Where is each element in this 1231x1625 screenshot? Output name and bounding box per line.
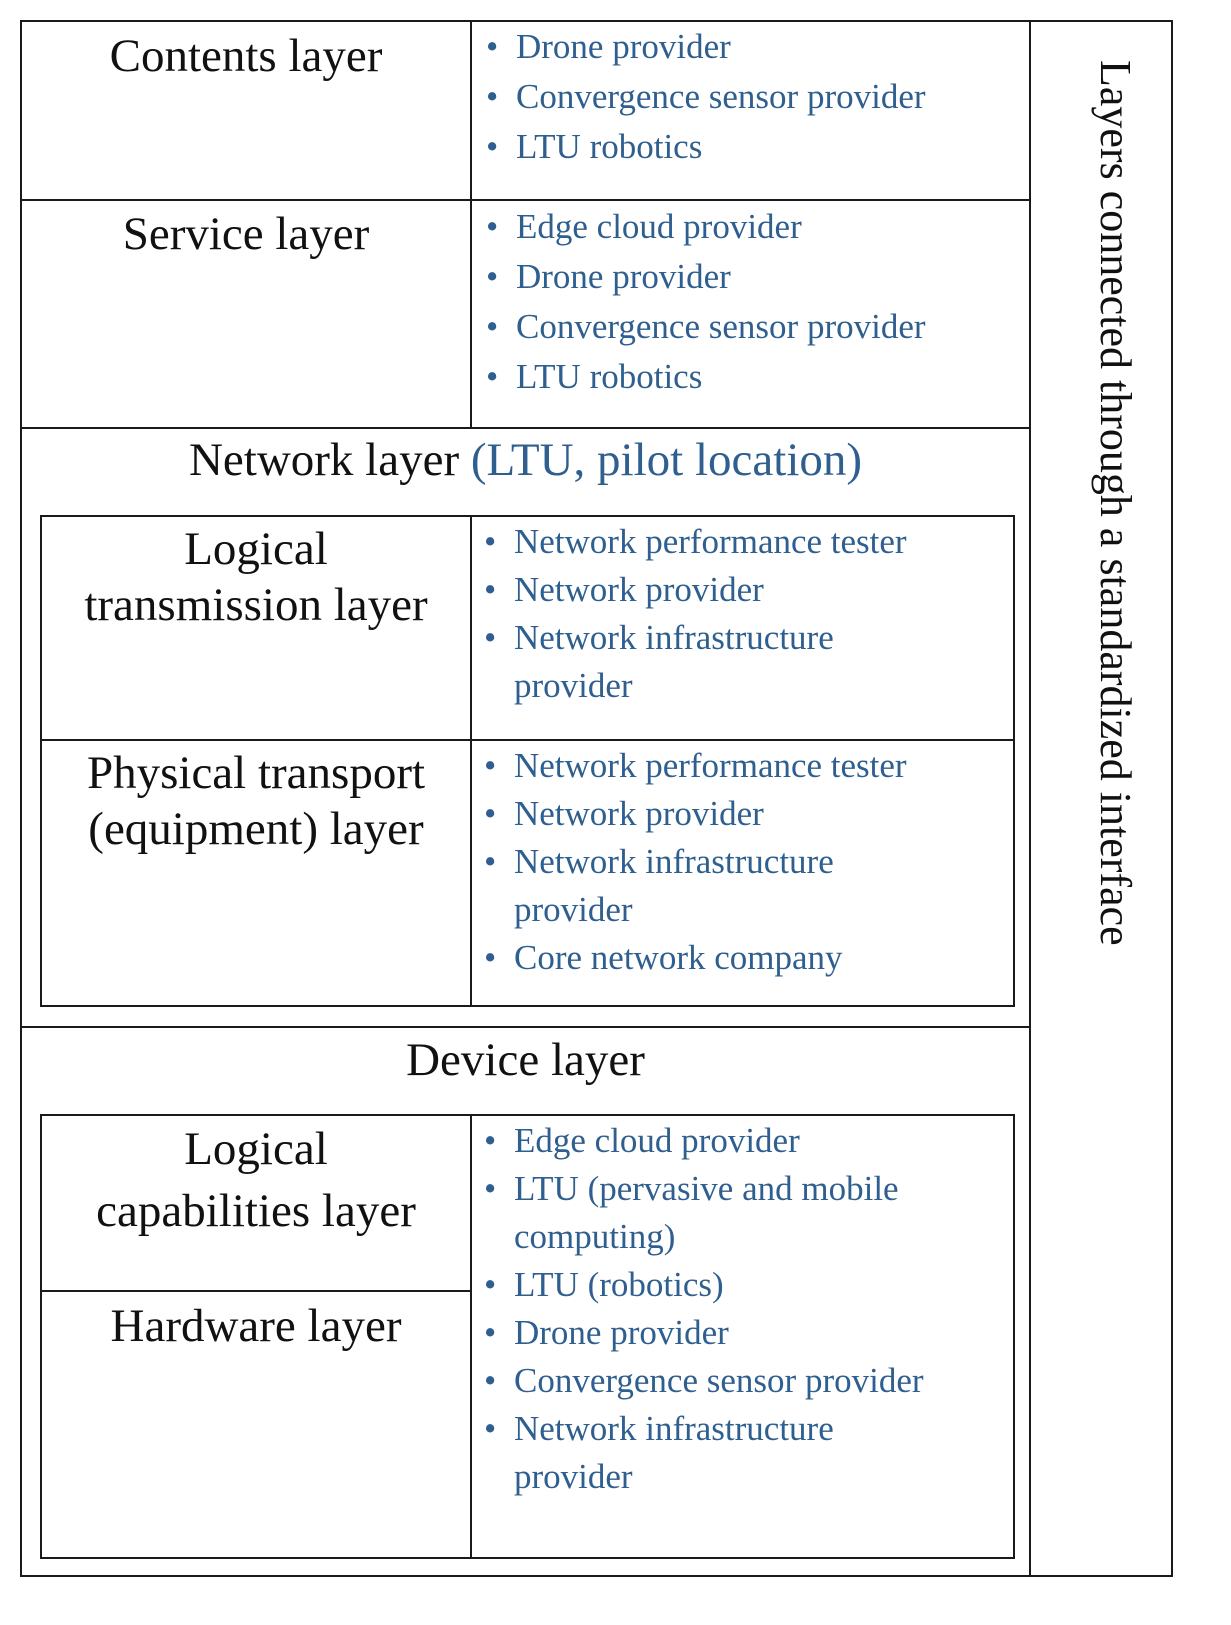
- provider-item-line: provider: [514, 1457, 633, 1496]
- logical-transmission-title-line-1: Logical: [184, 523, 328, 575]
- provider-item: Network performance tester: [480, 742, 1005, 790]
- provider-item: Edge cloud provider: [480, 1117, 1005, 1165]
- device-providers-box: [470, 1114, 1015, 1559]
- device-layer-list: Edge cloud providerLTU (pervasive and mo…: [480, 1117, 1005, 1501]
- device-layer-box: [20, 1026, 1031, 1577]
- contents-layer-list: Drone providerConvergence sensor provide…: [482, 22, 1022, 172]
- provider-item-line: Network infrastructure: [514, 842, 834, 881]
- provider-item: LTU (robotics): [480, 1261, 1005, 1309]
- provider-item: Edge cloud provider: [482, 202, 1022, 252]
- provider-item-line: Network infrastructure: [514, 1409, 834, 1448]
- provider-item-line: LTU (pervasive and mobile: [514, 1169, 899, 1208]
- network-layer-heading: Network layer (LTU, pilot location): [20, 434, 1031, 488]
- provider-item: Convergence sensor provider: [480, 1357, 1005, 1405]
- contents-layer-title: Contents layer: [109, 30, 383, 82]
- logical-capabilities-title: Logical capabilities layer: [40, 1118, 472, 1242]
- physical-transport-list: Network performance testerNetwork provid…: [480, 742, 1005, 982]
- physical-transport-title: Physical transport (equipment) layer: [40, 745, 472, 857]
- provider-item: Network infrastructure provider: [480, 614, 1005, 710]
- provider-item: Convergence sensor provider: [482, 72, 1022, 122]
- provider-item-line: provider: [514, 890, 633, 929]
- provider-item: Network infrastructure provider: [480, 838, 1005, 934]
- provider-item: Drone provider: [482, 252, 1022, 302]
- service-layer-list: Edge cloud providerDrone providerConverg…: [482, 202, 1022, 402]
- provider-item: Network provider: [480, 566, 1005, 614]
- provider-item: Drone provider: [482, 22, 1022, 72]
- logical-transmission-title: Logical transmission layer: [40, 521, 472, 633]
- network-layer-note: (LTU, pilot location): [470, 434, 863, 486]
- provider-item-line: Network infrastructure: [514, 618, 834, 657]
- provider-item-line: computing): [514, 1217, 676, 1256]
- physical-transport-providers-box: [470, 739, 1015, 1007]
- provider-item: Drone provider: [480, 1309, 1005, 1357]
- logical-transmission-title-line-2: transmission layer: [84, 579, 428, 631]
- network-layer-title: Network layer: [188, 434, 460, 486]
- provider-item: LTU (pervasive and mobile computing): [480, 1165, 1005, 1261]
- provider-item: Convergence sensor provider: [482, 302, 1022, 352]
- provider-item-line: provider: [514, 666, 633, 705]
- provider-item: LTU robotics: [482, 352, 1022, 402]
- hardware-layer-title: Hardware layer: [110, 1300, 402, 1352]
- device-layer-title: Device layer: [406, 1034, 645, 1086]
- service-layer-title: Service layer: [122, 208, 370, 260]
- side-label-text: Layers connected through a standardized …: [1091, 60, 1140, 946]
- provider-item: Core network company: [480, 934, 1005, 982]
- provider-item: Network infrastructure provider: [480, 1405, 1005, 1501]
- provider-item: Network performance tester: [480, 518, 1005, 566]
- logical-capabilities-title-line-1: Logical: [184, 1123, 328, 1175]
- logical-transmission-list: Network performance testerNetwork provid…: [480, 518, 1005, 710]
- physical-transport-title-line-2: (equipment) layer: [88, 803, 424, 855]
- logical-capabilities-title-line-2: capabilities layer: [96, 1185, 416, 1237]
- provider-item: Network provider: [480, 790, 1005, 838]
- physical-transport-title-line-1: Physical transport: [86, 747, 426, 799]
- provider-item: LTU robotics: [482, 122, 1022, 172]
